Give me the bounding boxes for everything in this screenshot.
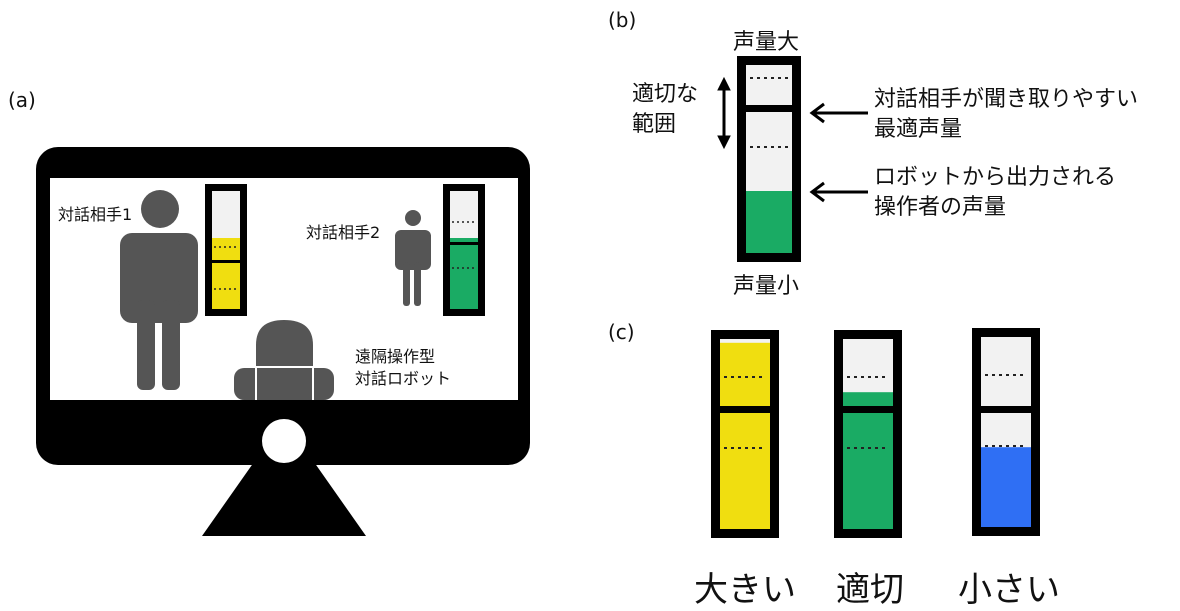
meter-appropriate-label: 適切 <box>836 570 904 610</box>
panel-b-label: (b) <box>608 8 637 32</box>
optimal-label-line1: 対話相手が聞き取りやすい <box>874 87 1139 112</box>
meter-loud-label: 大きい <box>694 570 796 610</box>
partner1-label: 対話相手1 <box>58 205 133 224</box>
output-label-line2: 操作者の声量 <box>874 195 1007 220</box>
optimal-arrow <box>809 102 868 124</box>
meter-fill-1 <box>843 392 893 529</box>
panel-c-label: (c) <box>608 320 635 344</box>
partner2-figure <box>395 210 431 306</box>
scene-meter-1 <box>205 184 247 316</box>
meter-fill-0 <box>720 342 770 529</box>
range-label-line2: 範囲 <box>632 112 677 137</box>
scene-meter-2 <box>443 184 485 316</box>
legend-top-label: 声量大 <box>733 30 800 55</box>
meter-quiet-label: 小さい <box>958 570 1060 610</box>
panel-a-label: (a) <box>8 88 36 112</box>
optimal-label-line2: 最適声量 <box>874 117 963 142</box>
monitor-power-button <box>262 419 306 463</box>
robot-label: 遠隔操作型 対話ロボット <box>355 346 451 390</box>
range-double-arrow <box>717 76 731 150</box>
meter-appropriate <box>834 330 902 538</box>
monitor-stand <box>202 462 366 536</box>
range-label: 適切な 範囲 <box>632 80 698 140</box>
partner2-label: 対話相手2 <box>306 223 381 242</box>
robot-label-line2: 対話ロボット <box>355 369 452 388</box>
robot-figure <box>234 320 334 400</box>
optimal-label: 対話相手が聞き取りやすい 最適声量 <box>874 85 1138 145</box>
meter-quiet <box>972 328 1040 536</box>
meter-fill-2 <box>981 447 1031 527</box>
range-label-line1: 適切な <box>632 82 699 107</box>
legend-meter <box>737 56 801 262</box>
output-label: ロボットから出力される 操作者の声量 <box>874 163 1116 223</box>
output-arrow <box>809 181 868 203</box>
legend-bottom-label: 声量小 <box>733 274 800 299</box>
output-label-line1: ロボットから出力される <box>874 165 1117 190</box>
partner1-figure <box>120 190 198 390</box>
meter-loud <box>711 330 779 538</box>
robot-label-line1: 遠隔操作型 <box>355 347 436 366</box>
